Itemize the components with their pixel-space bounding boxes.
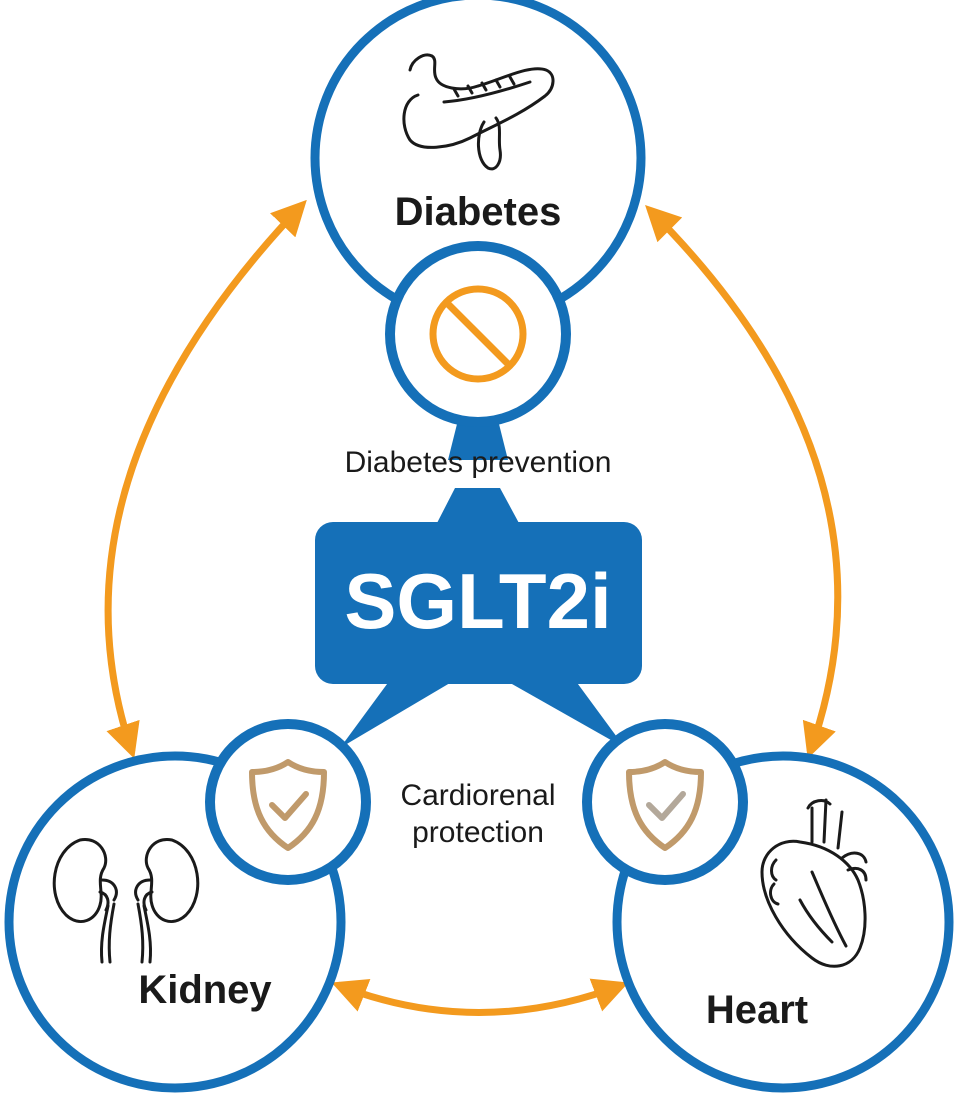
effect-label-prevention: Diabetes prevention xyxy=(345,446,612,479)
protection-badge-kidney xyxy=(205,719,371,885)
node-label-heart: Heart xyxy=(706,988,808,1032)
effect-label-protection-line1: Cardiorenal xyxy=(400,779,555,812)
arrow-diabetes-heart xyxy=(645,205,842,759)
prevention-badge xyxy=(385,241,571,460)
heart-organ-icon xyxy=(760,798,868,968)
pancreas-icon xyxy=(402,53,555,171)
arrow-kidney-heart xyxy=(331,978,629,1016)
prohibited-icon xyxy=(429,285,527,383)
arrow-diabetes-kidney xyxy=(104,199,307,759)
shield-check-icon xyxy=(249,759,327,851)
kidneys-icon xyxy=(52,838,200,964)
center-label: SGLT2i xyxy=(344,557,611,645)
effect-label-protection-line2: protection xyxy=(412,816,544,849)
shield-check-icon xyxy=(626,759,704,851)
node-label-kidney: Kidney xyxy=(138,968,272,1012)
node-label-diabetes: Diabetes xyxy=(395,190,562,234)
center-callout: SGLT2i xyxy=(315,488,642,748)
protection-badge-heart xyxy=(582,719,748,885)
